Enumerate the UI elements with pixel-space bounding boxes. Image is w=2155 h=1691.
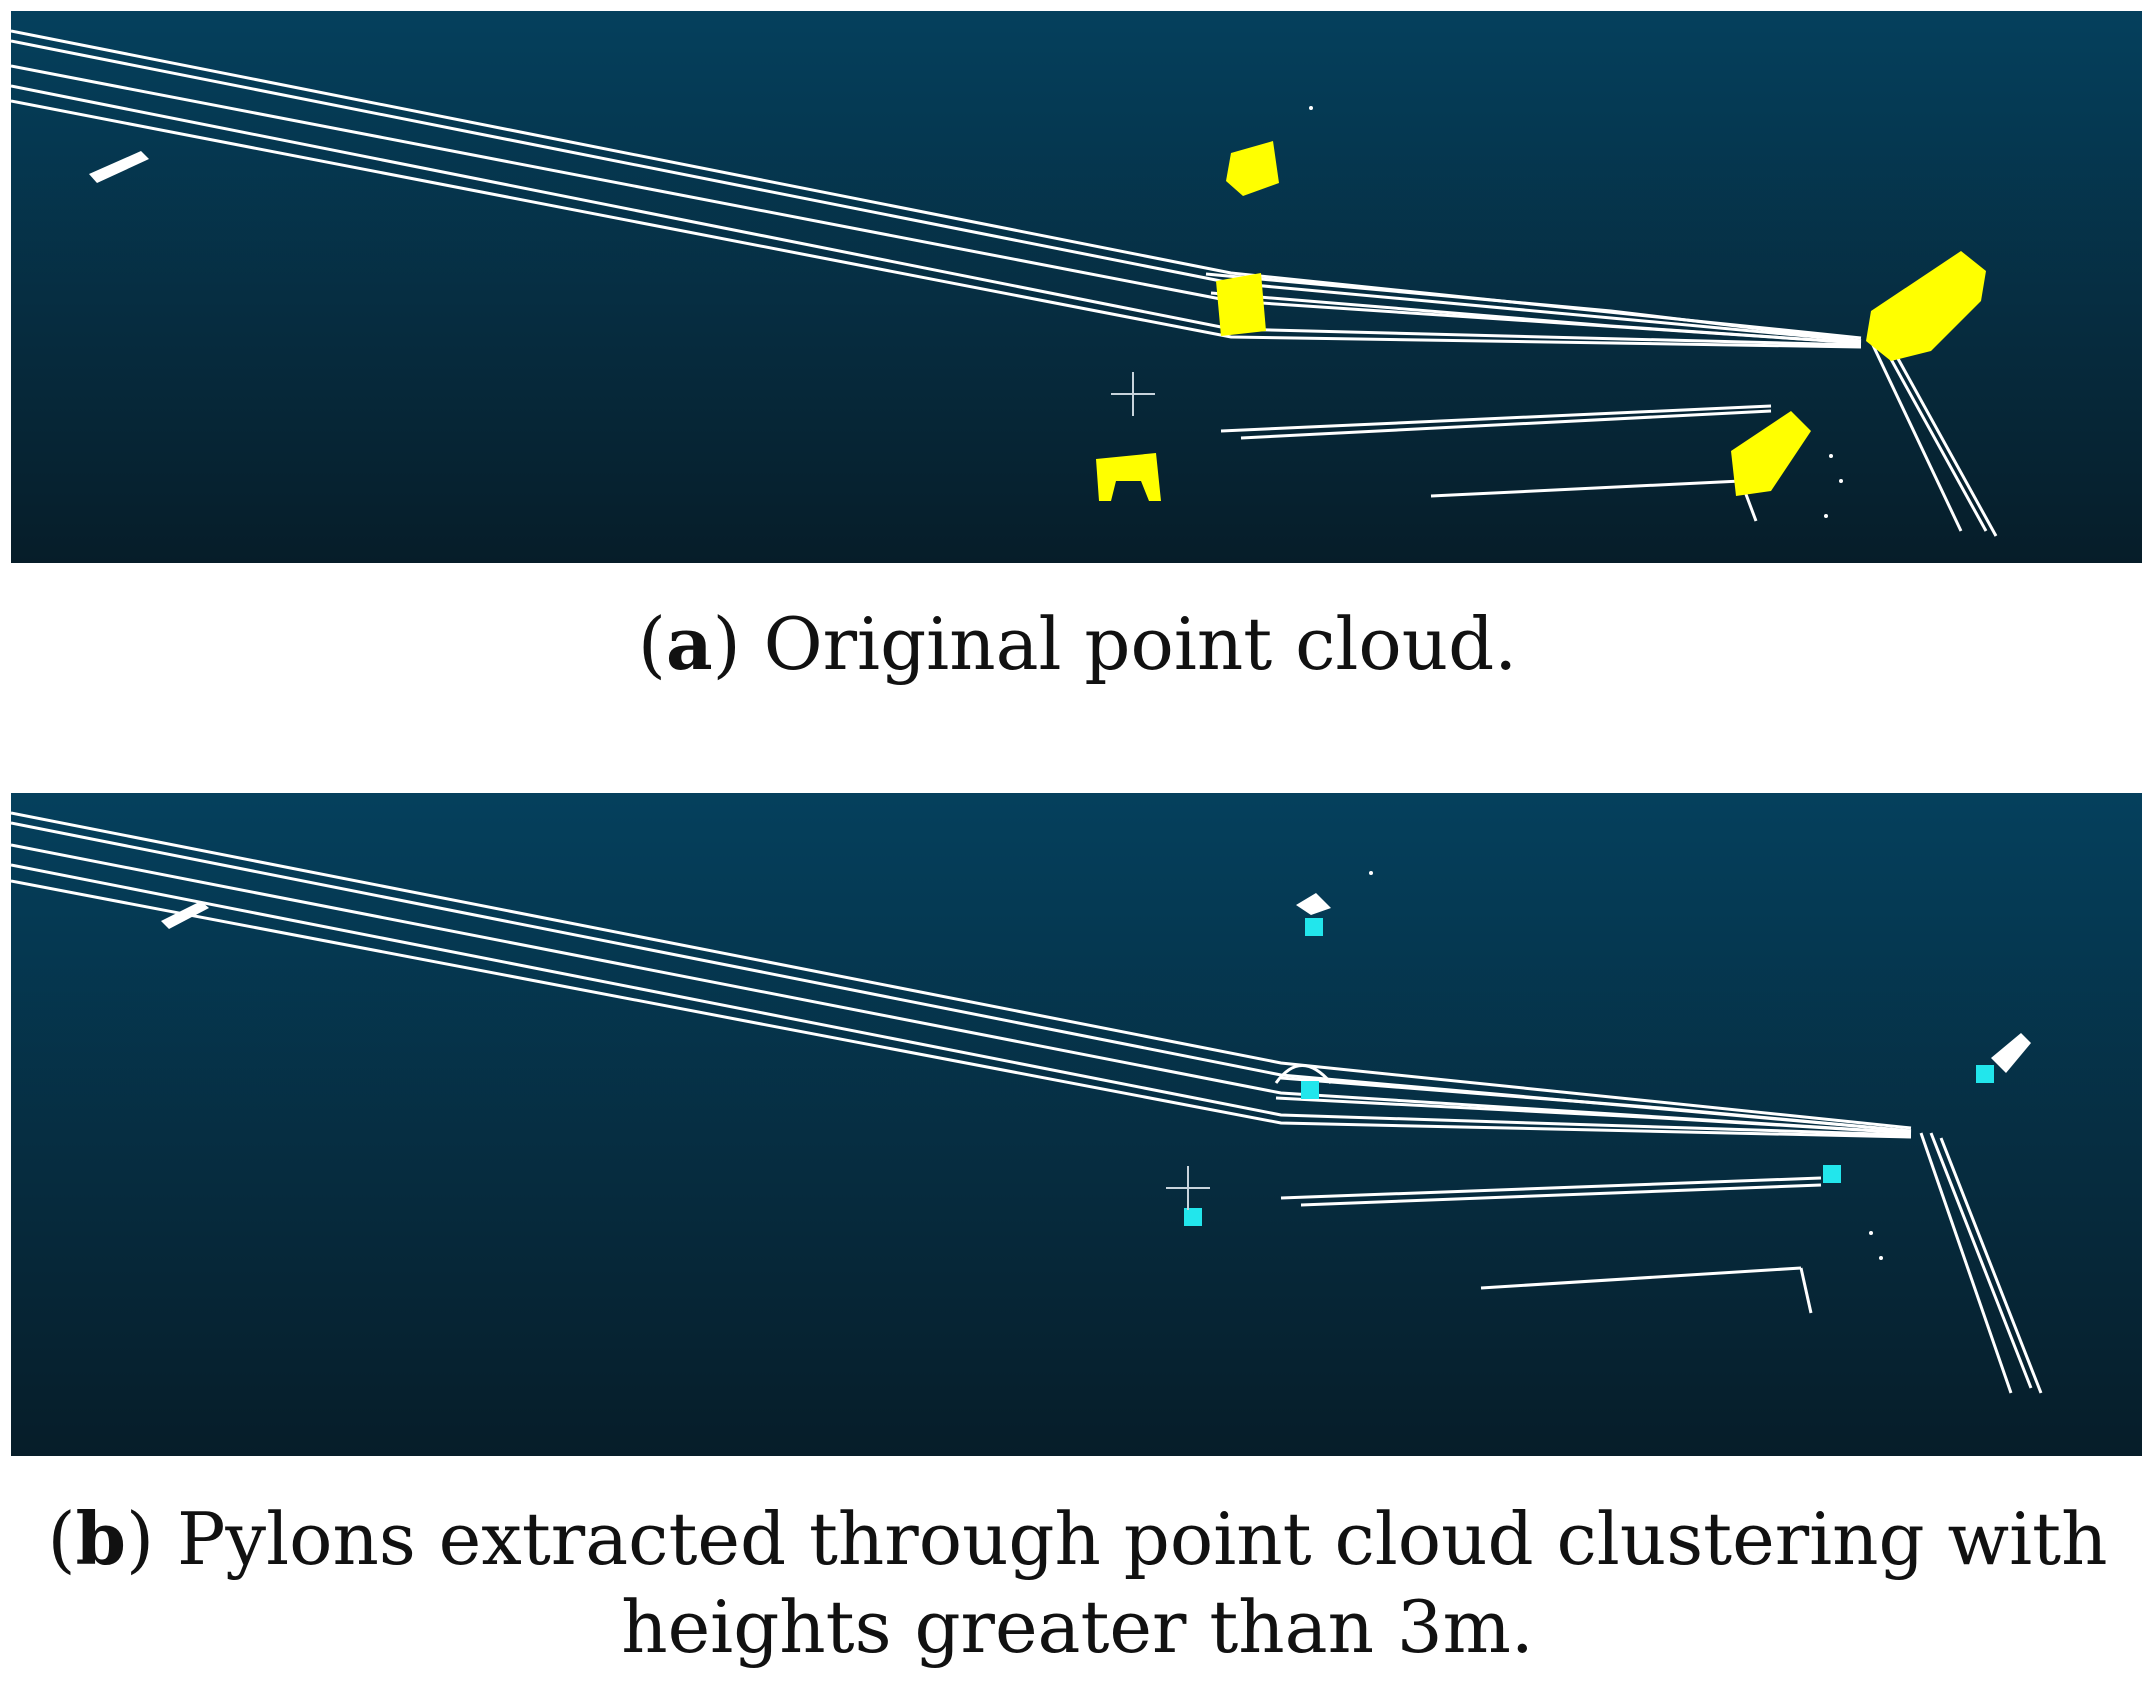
ground-debris: [89, 106, 1843, 518]
pylon-cluster-2: [1216, 273, 1266, 336]
pylon-cluster-1: [1226, 141, 1279, 196]
power-lines: [11, 811, 2043, 1394]
point-cloud-canvas-a: [11, 11, 2142, 563]
point-cloud-view-extracted: [11, 793, 2142, 1456]
crosshair-icon: [1111, 372, 1155, 416]
pylon-marker-3: [1976, 1065, 1994, 1083]
ground-debris: [161, 871, 2031, 1260]
caption-b-label: b: [75, 1496, 126, 1581]
pylon-cluster-4: [1731, 411, 1811, 496]
point-cloud-view-original: [11, 11, 2142, 563]
background: [11, 11, 2142, 563]
caption-b-text: Pylons extracted through point cloud clu…: [176, 1497, 2108, 1669]
pylon-cluster-5: [1096, 453, 1161, 501]
pylon-marker-5: [1184, 1208, 1202, 1226]
caption-b: (b) Pylons extracted through point cloud…: [47, 1496, 2108, 1669]
point-cloud-canvas-b: [11, 793, 2142, 1456]
crosshair-icon: [1166, 1166, 1210, 1210]
pylon-marker-2: [1301, 1081, 1319, 1099]
pylon-clusters: [1096, 141, 1986, 501]
pylon-marker-1: [1305, 918, 1323, 936]
caption-a-text: Original point cloud.: [763, 602, 1518, 686]
pylon-cluster-3: [1866, 251, 1986, 361]
pylon-marker-4: [1823, 1165, 1841, 1183]
caption-a: (a) Original point cloud.: [637, 601, 1518, 686]
pylon-markers: [1184, 918, 1994, 1226]
caption-a-label: a: [665, 601, 713, 686]
